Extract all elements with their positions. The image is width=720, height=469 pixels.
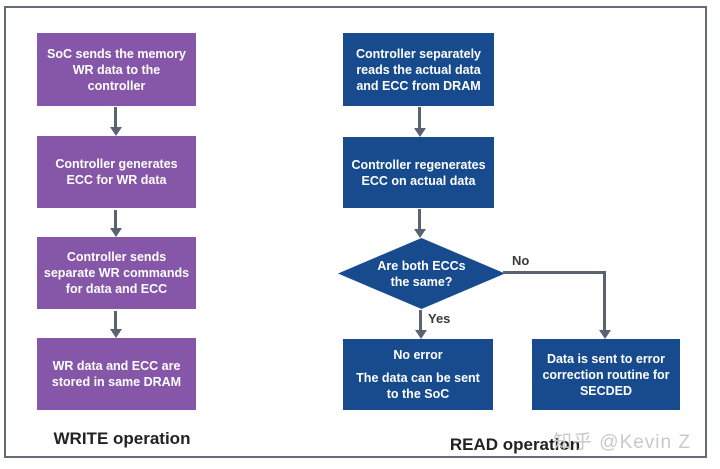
no-error-title: No error bbox=[393, 348, 443, 362]
arrow-line bbox=[603, 271, 606, 331]
arrow-line bbox=[418, 209, 421, 229]
arrow-down-icon bbox=[414, 128, 426, 137]
arrow-down-icon bbox=[110, 329, 122, 338]
watermark-text: 知乎 @Kevin Z bbox=[553, 432, 691, 453]
arrow-line bbox=[114, 311, 117, 330]
no-error-outcome-box: No error The data can be sent to the SoC bbox=[343, 339, 493, 410]
arrow-line bbox=[418, 107, 421, 129]
no-error-body: The data can be sent to the SoC bbox=[356, 371, 480, 401]
arrow-down-icon bbox=[599, 330, 611, 339]
arrow-line bbox=[503, 271, 606, 274]
write-step-2-box: Controller generates ECC for WR data bbox=[37, 136, 196, 208]
arrow-line bbox=[419, 310, 422, 330]
write-step-3-box: Controller sends separate WR commands fo… bbox=[37, 237, 196, 309]
write-operation-label: WRITE operation bbox=[53, 429, 191, 448]
write-step-1-box: SoC sends the memory WR data to the cont… bbox=[37, 33, 196, 106]
read-step-2-box: Controller regenerates ECC on actual dat… bbox=[343, 137, 494, 208]
arrow-down-icon bbox=[110, 228, 122, 237]
read-step-1-box: Controller separately reads the actual d… bbox=[343, 33, 494, 106]
write-step-4-box: WR data and ECC are stored in same DRAM bbox=[37, 338, 196, 410]
arrow-line bbox=[114, 107, 117, 128]
error-correction-outcome-box: Data is sent to error correction routine… bbox=[532, 339, 680, 410]
arrow-line bbox=[114, 210, 117, 229]
no-branch-label: No bbox=[512, 253, 530, 268]
arrow-down-icon bbox=[110, 127, 122, 136]
read-operation-label: READ operation bbox=[449, 435, 581, 454]
arrow-down-icon bbox=[415, 330, 427, 339]
arrow-down-icon bbox=[414, 229, 426, 238]
yes-branch-label: Yes bbox=[428, 311, 451, 326]
